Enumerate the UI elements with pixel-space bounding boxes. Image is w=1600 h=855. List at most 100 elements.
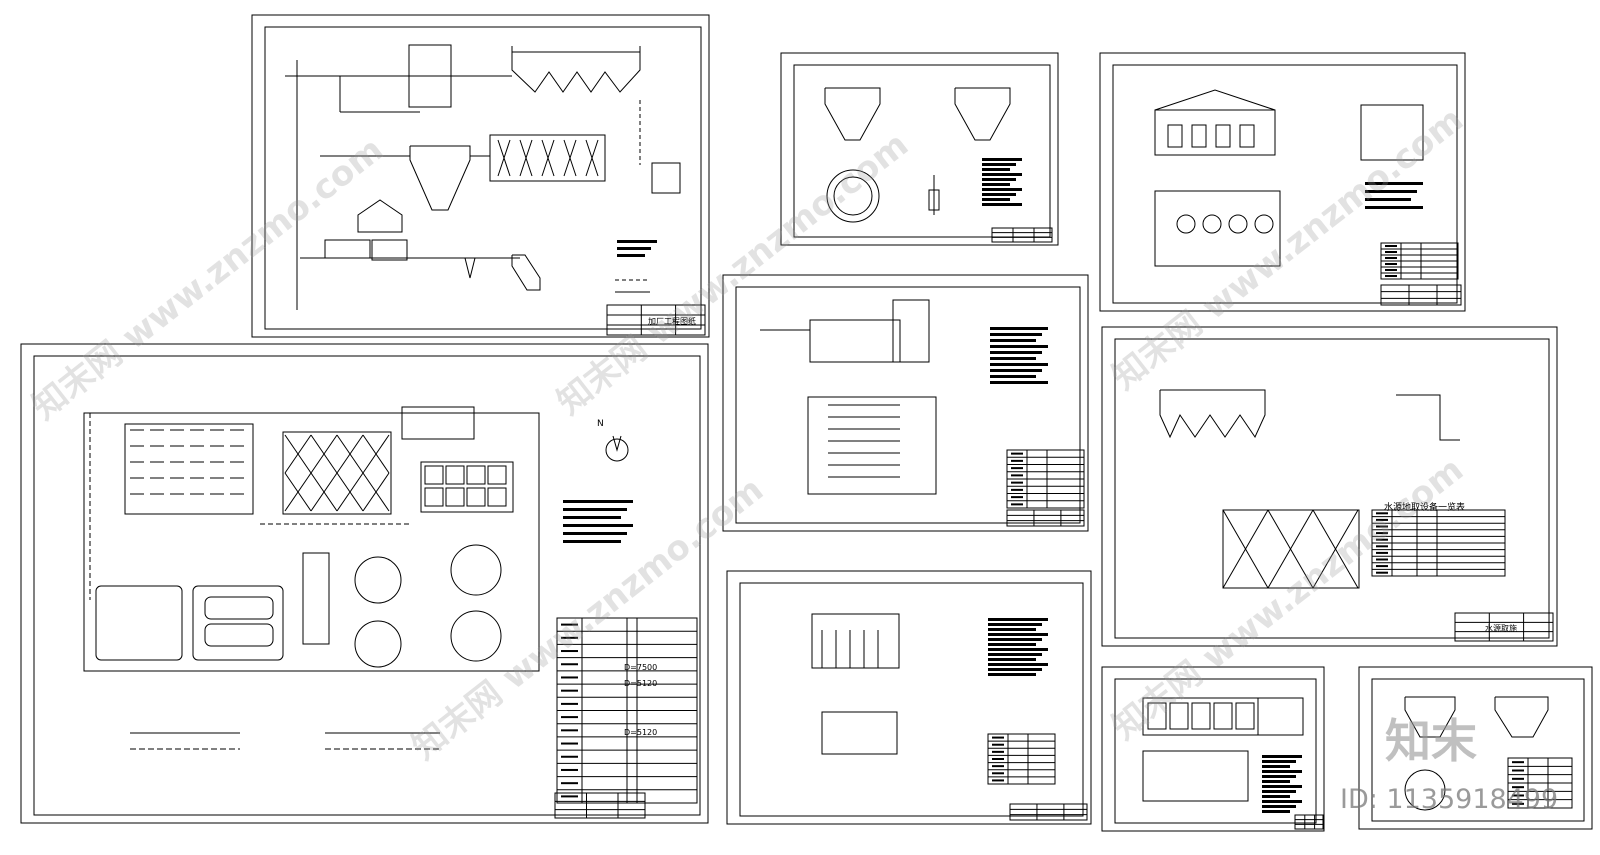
sheet-filter-detail-inner-frame — [1114, 678, 1317, 824]
table-cell-text — [1385, 269, 1397, 271]
thickener-plan — [1404, 769, 1446, 811]
title-block — [606, 304, 706, 336]
title-block — [554, 792, 646, 819]
tank-cell — [445, 465, 465, 485]
clarifier-section — [954, 87, 1011, 141]
table-cell-text — [1011, 488, 1023, 491]
table-cell-text — [992, 750, 1004, 753]
sheet-pump-room-inner-frame — [1112, 64, 1458, 304]
truck — [324, 239, 371, 259]
notes-text — [988, 643, 1036, 646]
notes-text — [1365, 198, 1411, 201]
notes-text — [988, 658, 1036, 661]
table-cell-text — [1011, 474, 1023, 477]
table-cell-text — [1385, 275, 1397, 277]
notes-text — [982, 198, 1010, 201]
tank-cell — [445, 487, 465, 507]
table-cell-text — [992, 772, 1004, 775]
tank-area — [95, 585, 183, 661]
tank-cell — [424, 487, 444, 507]
title-block — [1009, 803, 1088, 821]
pond — [204, 623, 274, 647]
notes-text — [1262, 780, 1290, 783]
notes-text — [988, 623, 1042, 626]
notes-text — [1262, 795, 1290, 798]
table-cell-text — [1376, 512, 1388, 515]
valve-detail — [928, 189, 940, 211]
legend-text — [617, 240, 657, 243]
sheet-process-flow-inner-frame — [264, 26, 702, 330]
notes-text — [988, 618, 1048, 621]
filter-side — [1257, 697, 1304, 736]
legend-text — [617, 247, 651, 250]
filter-cell — [1235, 702, 1255, 730]
pump-house — [401, 406, 475, 440]
table-cell-text — [1376, 525, 1388, 528]
table-cell-text — [1512, 761, 1524, 764]
notes-text — [982, 163, 1016, 166]
table-cell-text — [561, 650, 578, 653]
wall-detail — [1396, 394, 1460, 441]
notes-text — [990, 345, 1048, 348]
tank-cell — [487, 487, 507, 507]
table-cell-text — [561, 795, 578, 798]
notes-text — [990, 327, 1048, 330]
table-cell-text — [992, 779, 1004, 782]
table-cell-text — [1512, 769, 1524, 772]
notes-text — [1262, 790, 1296, 793]
filter-cell — [1169, 702, 1189, 730]
table-cell-text — [1011, 481, 1023, 484]
title-block-text: 加厂工程图纸 — [648, 317, 696, 326]
legend-value: D=7500 — [624, 663, 658, 672]
filter-plan — [1142, 750, 1249, 802]
legend-value: D=5120 — [624, 728, 658, 737]
image-id-label: ID: 1135918499 — [1340, 784, 1559, 815]
sheet-process-flow-outer-frame — [251, 14, 710, 338]
notes-text — [988, 673, 1036, 676]
table-cell-text — [561, 742, 578, 745]
tank-cell — [487, 465, 507, 485]
table-cell-text — [561, 676, 578, 679]
table-cell-text — [1385, 257, 1397, 259]
tank-block — [420, 461, 514, 513]
north-arrow-circle — [605, 438, 629, 462]
site-boundary — [83, 412, 540, 672]
clarifier-plan — [826, 169, 880, 223]
notes-text — [988, 668, 1042, 671]
sheet-thickener-detail-inner-frame — [1371, 678, 1585, 822]
tank-cell — [466, 487, 486, 507]
table-cell-text — [1011, 503, 1023, 506]
dosing-plan — [807, 396, 937, 495]
thickener-section — [1404, 696, 1456, 738]
table-cell-text — [1512, 794, 1524, 797]
table-cell-text — [561, 623, 578, 626]
table-cell-text — [992, 736, 1004, 739]
title-block-text: 水源取施 — [1485, 624, 1517, 633]
notes-text — [1365, 206, 1423, 209]
sludge-tank — [511, 254, 541, 291]
notes-text — [1262, 810, 1290, 813]
filter-block — [124, 423, 254, 515]
table-cell-text — [1376, 532, 1388, 535]
sed-tank-section — [1159, 389, 1266, 439]
pump-unit — [1167, 124, 1183, 148]
notes-text — [1262, 770, 1302, 773]
table-cell-text — [1385, 263, 1397, 265]
sheet-sedimentation-tank-inner-frame — [1114, 338, 1550, 639]
sheet-clarifier-detail-inner-frame — [793, 64, 1051, 238]
north-arrow — [612, 435, 622, 452]
notes-text — [982, 188, 1022, 191]
table-cell-text — [1385, 251, 1397, 253]
table-cell-text — [561, 729, 578, 732]
clarifier-cone — [409, 145, 471, 211]
table-cell-text — [561, 702, 578, 705]
table-cell-text — [1512, 786, 1524, 789]
notes-text — [563, 524, 633, 527]
sedimentation-tank — [511, 46, 641, 93]
pump-unit — [1215, 124, 1231, 148]
table-cell-text — [1512, 777, 1524, 780]
notes-text — [1262, 785, 1302, 788]
title-block — [1454, 612, 1554, 642]
cad-line — [336, 434, 364, 474]
